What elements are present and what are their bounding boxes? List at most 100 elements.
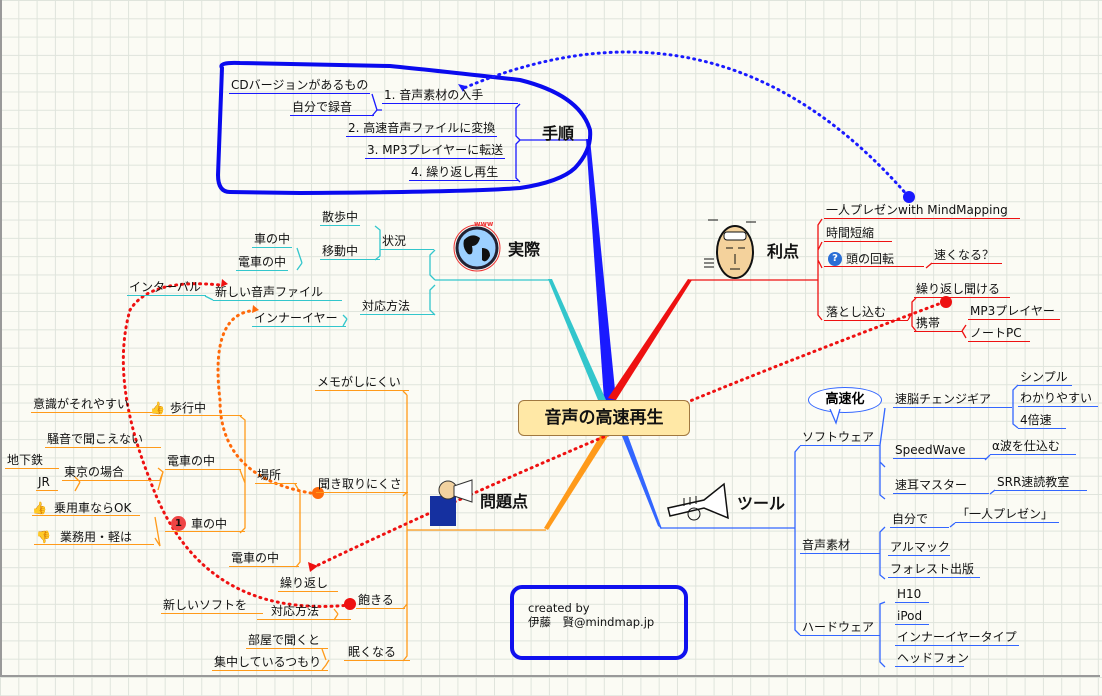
node-label: 頭の回転: [846, 252, 895, 266]
trumpet-icon: [667, 482, 729, 521]
question-icon: ?: [828, 252, 842, 266]
node[interactable]: 3. MP3プレイヤーに転送: [365, 143, 506, 159]
relationship-anchor-dot: [940, 296, 952, 308]
node[interactable]: SRR速読教室: [995, 474, 1087, 491]
node[interactable]: ノートPC: [968, 325, 1030, 342]
node[interactable]: メモがしにくい: [315, 374, 409, 391]
topic-procedure[interactable]: 手順: [542, 124, 575, 143]
node[interactable]: α波を仕込む: [990, 438, 1076, 455]
node[interactable]: 飽きる: [356, 592, 405, 609]
node[interactable]: 👍 乗用車ならOK: [32, 500, 140, 516]
branch-benefits: [608, 279, 692, 400]
node[interactable]: SpeedWave: [893, 442, 987, 459]
node-label: 車の中: [191, 517, 228, 531]
node[interactable]: 電車の中: [229, 550, 299, 567]
node[interactable]: 👎業務用・軽は: [34, 529, 154, 545]
node[interactable]: 繰り返し: [278, 575, 338, 592]
thumbs-up-icon: 👍: [150, 401, 165, 415]
node[interactable]: 騒音で聞こえない: [45, 431, 161, 448]
node[interactable]: 👍 歩行中: [150, 400, 242, 416]
node[interactable]: インナーイヤー: [252, 310, 346, 327]
node[interactable]: iPod: [895, 608, 929, 625]
node[interactable]: 4. 繰り返し再生: [409, 164, 519, 181]
relationship-anchor-dot: [312, 487, 324, 499]
topic-benefits[interactable]: 利点: [767, 242, 800, 261]
node[interactable]: ヘッドフォン: [895, 651, 970, 667]
node[interactable]: フォレスト出版: [888, 561, 980, 578]
topic-practice[interactable]: 実際: [508, 240, 541, 259]
node[interactable]: 2. 高速音声ファイルに変換: [346, 121, 498, 137]
branch-problems: [544, 436, 608, 530]
node[interactable]: 速脳チェンジギア: [893, 391, 1012, 408]
node[interactable]: アルマック: [888, 540, 950, 556]
node[interactable]: 速くなる？: [932, 247, 1002, 264]
node[interactable]: 速耳マスター: [893, 477, 989, 494]
node[interactable]: 対応方法: [360, 298, 434, 315]
callout-bubble: 高速化: [808, 387, 882, 413]
node[interactable]: 自分で: [890, 511, 949, 528]
node[interactable]: 4倍速: [1018, 412, 1066, 429]
node[interactable]: MP3プレイヤー: [968, 303, 1060, 320]
node[interactable]: 一人プレゼンwith MindMapping: [824, 202, 1020, 219]
canvas-frame: [0, 0, 1100, 677]
credit-box: created by 伊藤 賢@mindmap.jp: [510, 585, 688, 660]
branch-tools: [622, 436, 662, 529]
branch-practice: [548, 279, 606, 400]
node[interactable]: ハードウェア: [800, 619, 880, 636]
node[interactable]: 新しい音声ファイル: [213, 284, 342, 301]
globe-icon: www: [453, 220, 501, 272]
node[interactable]: 落とし込む: [824, 304, 908, 321]
topic-problems[interactable]: 問題点: [480, 492, 529, 511]
node[interactable]: 新しいソフトを: [161, 597, 263, 614]
topic-tools[interactable]: ツール: [737, 494, 786, 513]
node[interactable]: 状況: [380, 233, 434, 250]
node[interactable]: 車の中: [252, 232, 293, 248]
node-label: 乗用車ならOK: [54, 501, 132, 515]
node[interactable]: ? 頭の回転: [824, 251, 924, 267]
node-label: 業務用・軽は: [60, 530, 133, 544]
relationship-anchor-dot: [344, 598, 356, 610]
priority-badge: 1: [171, 516, 186, 531]
node[interactable]: 場所: [255, 467, 297, 484]
node[interactable]: 電車の中: [165, 453, 241, 470]
node[interactable]: 対応方法: [257, 603, 351, 620]
node[interactable]: 東京の場合: [62, 464, 160, 481]
central-topic[interactable]: 音声の高速再生: [518, 400, 690, 436]
node[interactable]: 意識がそれやすい: [31, 396, 155, 413]
node[interactable]: 繰り返し聞ける: [914, 281, 1010, 298]
node[interactable]: 「一人プレゼン」: [955, 506, 1059, 523]
node[interactable]: 1 車の中: [165, 516, 245, 532]
node[interactable]: 携帯: [914, 315, 962, 332]
node[interactable]: 電車の中: [236, 255, 289, 271]
callout-tail: [829, 409, 841, 425]
thinking-head-icon: [704, 219, 756, 279]
node[interactable]: 1. 音声素材の入手: [382, 87, 518, 104]
node[interactable]: インナーイヤータイプ: [895, 629, 1019, 646]
svg-text:www: www: [474, 220, 494, 228]
thumbs-up-icon: 👍: [32, 501, 47, 515]
node[interactable]: 散歩中: [320, 210, 361, 226]
node[interactable]: 聞き取りにくさ: [316, 476, 408, 493]
node[interactable]: CDバージョンがあるもの: [229, 78, 371, 94]
node[interactable]: JR: [36, 474, 58, 491]
node[interactable]: ソフトウェア: [800, 429, 880, 446]
credit-line: created by: [528, 601, 590, 615]
node-label: 歩行中: [170, 401, 207, 415]
node[interactable]: 時間短縮: [824, 225, 892, 242]
node[interactable]: わかりやすい: [1018, 390, 1098, 407]
node[interactable]: 集中しているつもり: [212, 654, 328, 671]
node[interactable]: シンプル: [1018, 369, 1072, 386]
node[interactable]: 自分で録音: [290, 99, 374, 116]
node[interactable]: 眠くなる: [344, 644, 410, 661]
node[interactable]: H10: [895, 586, 929, 603]
credit-author: 伊藤 賢@mindmap.jp: [528, 615, 655, 629]
person-with-megaphone-icon: [430, 479, 473, 526]
relationship-anchor-dot: [903, 191, 915, 203]
node[interactable]: 移動中: [320, 243, 380, 260]
node[interactable]: インターバル: [127, 279, 206, 296]
branch-procedure: [586, 139, 616, 400]
node[interactable]: 部屋で聞くと: [246, 632, 328, 649]
node[interactable]: 地下鉄: [5, 452, 59, 469]
node[interactable]: 音声素材: [800, 537, 880, 554]
